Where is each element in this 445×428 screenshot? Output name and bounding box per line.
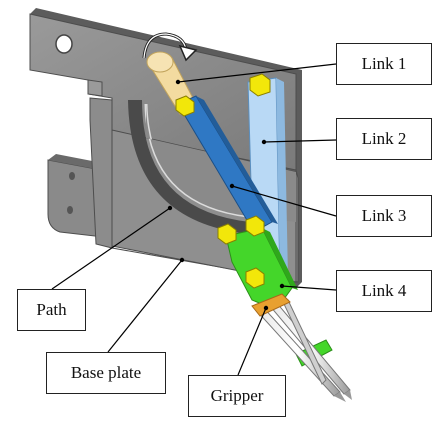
leader-dots	[167, 79, 285, 311]
label-base-plate: Base plate	[46, 352, 166, 394]
joint-link3-link4	[217, 223, 237, 245]
label-link-4-text: Link 4	[361, 281, 407, 300]
joint-link2-top	[249, 73, 271, 97]
label-link-4: Link 4	[336, 270, 432, 312]
label-path: Path	[17, 289, 86, 331]
leader-link1	[177, 63, 337, 83]
rotation-arrow-icon	[142, 32, 198, 62]
label-link-2-text: Link 2	[361, 129, 407, 148]
leader-lines	[51, 63, 337, 376]
leader-link4	[281, 285, 337, 291]
label-path-text: Path	[36, 300, 67, 319]
label-link-3-text: Link 3	[361, 206, 407, 225]
label-gripper-text: Gripper	[210, 386, 264, 405]
gripper	[251, 293, 352, 402]
label-link-3: Link 3	[336, 195, 432, 237]
label-link-1: Link 1	[336, 43, 432, 85]
leader-link3	[231, 185, 337, 217]
leader-gripper	[237, 307, 267, 376]
label-gripper: Gripper	[188, 375, 286, 417]
leader-path	[51, 207, 171, 290]
label-link-2: Link 2	[336, 118, 432, 160]
leader-link2	[263, 139, 337, 143]
label-link-1-text: Link 1	[361, 54, 407, 73]
joint-link2-link4	[245, 267, 265, 289]
joint-link2-link3	[245, 215, 265, 237]
leader-base-plate	[107, 259, 183, 353]
joint-link1-link3	[175, 95, 195, 117]
label-base-plate-text: Base plate	[70, 363, 142, 382]
